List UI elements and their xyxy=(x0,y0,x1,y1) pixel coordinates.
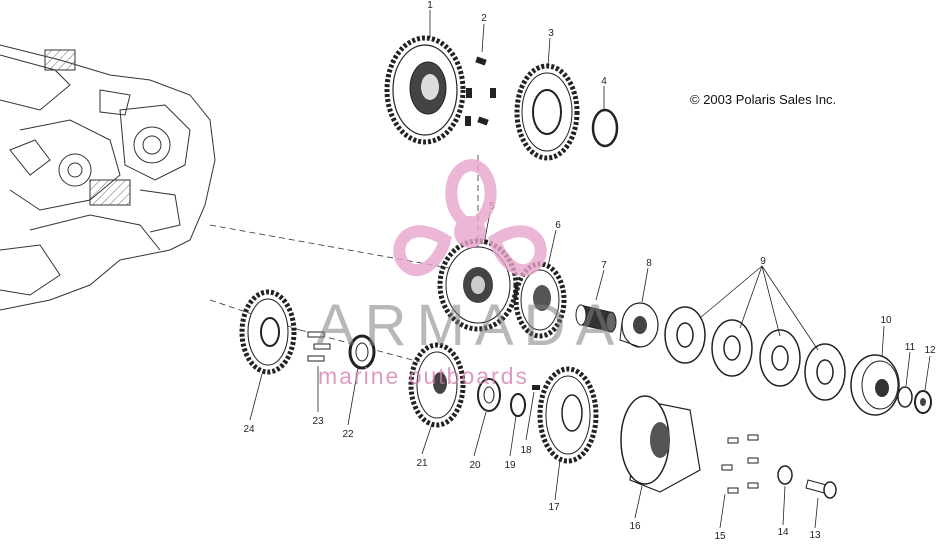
callout-20: 20 xyxy=(469,460,481,471)
part-21-gear xyxy=(408,342,466,428)
callout-4: 4 xyxy=(601,76,607,87)
callout-16: 16 xyxy=(629,521,641,532)
callout-2: 2 xyxy=(481,13,487,24)
part-11-washer xyxy=(897,386,913,408)
part-18-key xyxy=(532,385,540,390)
callout-6: 6 xyxy=(555,220,561,231)
part-3-gear xyxy=(514,63,580,161)
callout-23: 23 xyxy=(312,416,324,427)
part-23-dowels xyxy=(307,331,331,362)
part-12-nut xyxy=(914,390,932,414)
callout-9: 9 xyxy=(760,256,766,267)
callout-labels: 1 2 3 4 5 6 7 8 9 10 11 12 13 14 15 16 1… xyxy=(243,0,936,542)
leader-lines xyxy=(249,10,931,529)
callout-14: 14 xyxy=(777,527,789,538)
callout-21: 21 xyxy=(416,458,428,469)
part-1-gear xyxy=(384,35,466,145)
watermark-brand: ARMADA xyxy=(316,293,625,358)
watermark-tagline: marine outboards xyxy=(318,363,529,389)
part-14-washer xyxy=(777,465,793,485)
part-24-gear xyxy=(239,289,297,375)
part-7-shaft xyxy=(575,304,617,333)
callout-24: 24 xyxy=(243,424,255,435)
callout-17: 17 xyxy=(548,502,560,513)
part-4-ring xyxy=(591,108,619,148)
part-22-bearing xyxy=(348,334,376,370)
callout-3: 3 xyxy=(548,28,554,39)
callout-18: 18 xyxy=(520,445,532,456)
callout-1: 1 xyxy=(427,0,433,11)
part-15-bolts xyxy=(721,434,759,494)
part-19-snap-ring xyxy=(510,393,526,417)
callout-12: 12 xyxy=(924,345,936,356)
part-2-pins xyxy=(465,56,496,126)
callout-19: 19 xyxy=(504,460,516,471)
part-10-drum xyxy=(850,354,900,416)
engine-block xyxy=(0,44,216,311)
callout-15: 15 xyxy=(714,531,726,541)
callout-13: 13 xyxy=(809,530,821,541)
part-16-housing xyxy=(620,395,701,493)
part-8-hub xyxy=(619,302,659,348)
part-17-gear xyxy=(537,366,599,464)
callout-7: 7 xyxy=(601,260,607,271)
callout-10: 10 xyxy=(880,315,892,326)
watermark-propeller-logo xyxy=(393,158,547,277)
copyright-notice: © 2003 Polaris Sales Inc. xyxy=(690,92,837,107)
callout-8: 8 xyxy=(646,258,652,269)
part-13-bolt xyxy=(805,479,837,499)
part-20-washer xyxy=(477,378,501,412)
part-6-gear xyxy=(513,261,567,339)
part-9-washers xyxy=(664,306,846,401)
part-5-gear xyxy=(437,238,519,332)
callout-11: 11 xyxy=(905,342,916,353)
callout-22: 22 xyxy=(342,429,354,440)
